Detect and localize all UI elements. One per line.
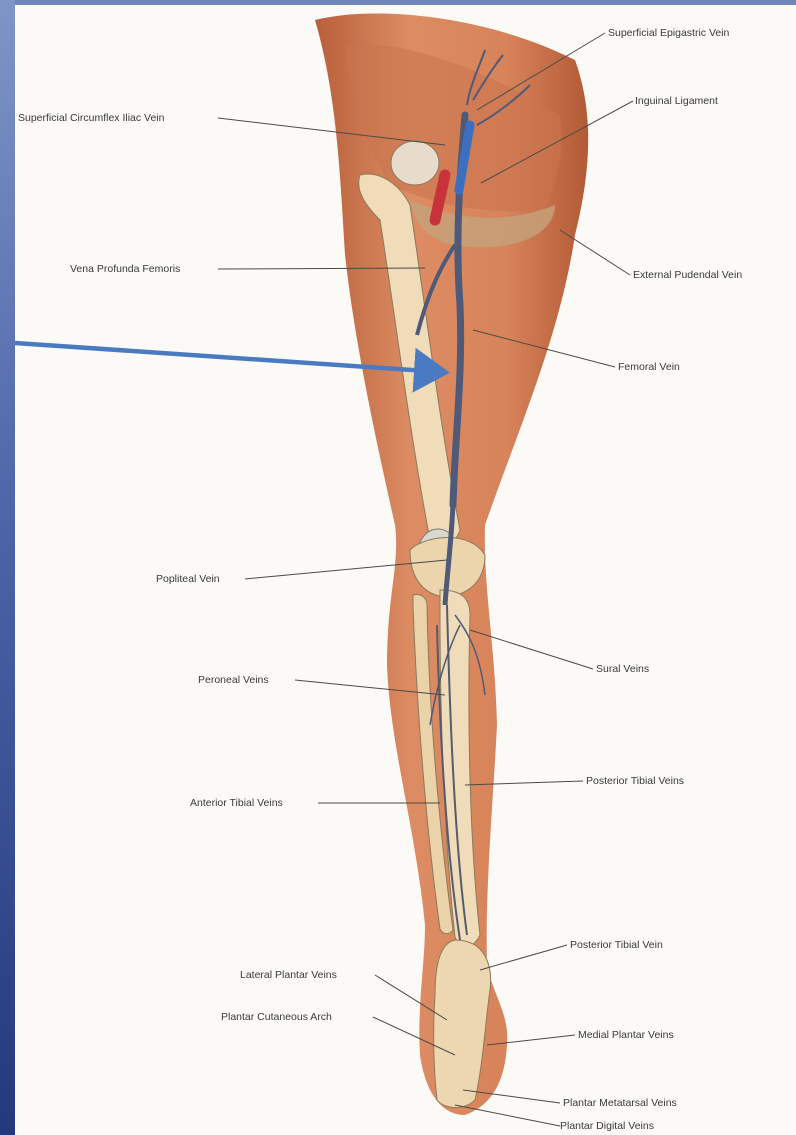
label-vena-profunda-femoris: Vena Profunda Femoris: [70, 263, 180, 275]
label-posterior-tibial-veins: Posterior Tibial Veins: [586, 775, 684, 787]
label-lateral-plantar-veins: Lateral Plantar Veins: [240, 969, 337, 981]
label-plantar-cutaneous-arch: Plantar Cutaneous Arch: [221, 1011, 332, 1023]
label-popliteal-vein: Popliteal Vein: [156, 573, 220, 585]
anatomy-illustration: Superficial Epigastric Vein Inguinal Lig…: [15, 5, 796, 1135]
label-inguinal-ligament: Inguinal Ligament: [635, 95, 718, 107]
label-femoral-vein: Femoral Vein: [618, 361, 680, 373]
label-plantar-digital-veins: Plantar Digital Veins: [560, 1120, 654, 1132]
slide-sidebar-bar: [0, 0, 15, 1135]
label-peroneal-veins: Peroneal Veins: [198, 674, 269, 686]
label-superficial-circumflex-iliac-vein: Superficial Circumflex Iliac Vein: [18, 112, 165, 124]
label-posterior-tibial-vein: Posterior Tibial Vein: [570, 939, 663, 951]
label-plantar-metatarsal-veins: Plantar Metatarsal Veins: [563, 1097, 677, 1109]
label-medial-plantar-veins: Medial Plantar Veins: [578, 1029, 674, 1041]
label-anterior-tibial-veins: Anterior Tibial Veins: [190, 797, 283, 809]
label-external-pudendal-vein: External Pudendal Vein: [633, 269, 742, 281]
leg-vein-anatomy-figure: Superficial Epigastric Vein Inguinal Lig…: [15, 5, 796, 1135]
label-sural-veins: Sural Veins: [596, 663, 649, 675]
label-superficial-epigastric-vein: Superficial Epigastric Vein: [608, 27, 730, 39]
femur-head: [391, 141, 439, 185]
